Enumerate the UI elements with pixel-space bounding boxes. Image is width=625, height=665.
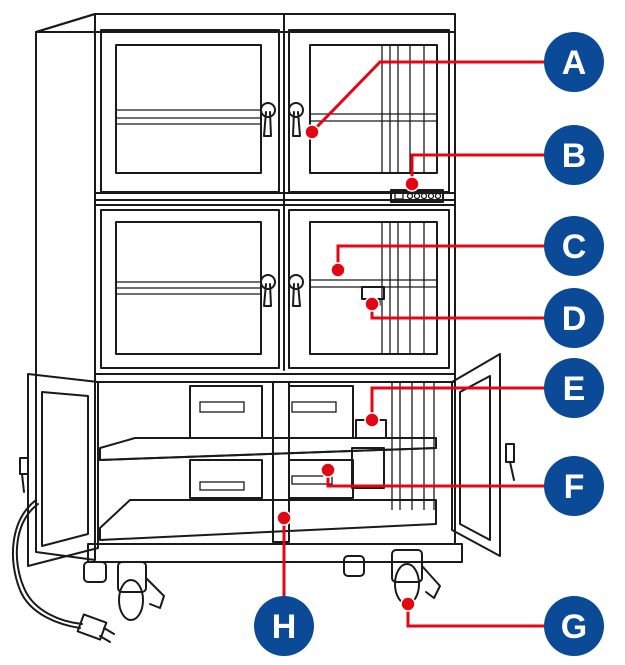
callout-a-dot (304, 124, 320, 140)
callout-d-letter: D (562, 300, 587, 338)
callout-b-badge (544, 125, 604, 185)
callouts: A B C D E F G H (254, 32, 604, 656)
callout-h-dot (276, 510, 292, 526)
callout-e-badge (544, 358, 604, 418)
callout-g-dot (400, 596, 416, 612)
callout-f-letter: F (564, 468, 585, 506)
door-middle-left (100, 209, 280, 369)
callout-c-badge (544, 216, 604, 276)
casters (83, 549, 441, 621)
callout-g-badge (544, 596, 604, 656)
callout-f-dot (320, 462, 336, 478)
callout-a-badge (544, 32, 604, 92)
callout-h-letter: H (272, 608, 297, 646)
callout-b-letter: B (562, 137, 587, 175)
callout-c-dot (330, 262, 346, 278)
handles-middle (260, 274, 304, 307)
control-display-panel (390, 189, 444, 203)
callout-f-badge (544, 456, 604, 516)
callout-b-dot (404, 176, 420, 192)
door-lower-right-open (451, 353, 515, 557)
door-lower-left-open (19, 373, 99, 567)
callout-e-dot (364, 412, 380, 428)
callout-g-letter: G (561, 608, 587, 646)
door-middle-right (288, 209, 450, 369)
door-upper-left (100, 29, 280, 193)
callout-c-letter: C (562, 228, 587, 266)
callout-d-badge (544, 288, 604, 348)
lower-compartment (87, 373, 463, 563)
callout-e-letter: E (563, 370, 586, 408)
callout-a-letter: A (562, 44, 587, 82)
power-cord (11, 499, 115, 643)
handles-upper (260, 102, 304, 137)
door-upper-right (288, 29, 450, 193)
callout-h-badge (254, 596, 314, 656)
callout-d-dot (364, 296, 380, 312)
